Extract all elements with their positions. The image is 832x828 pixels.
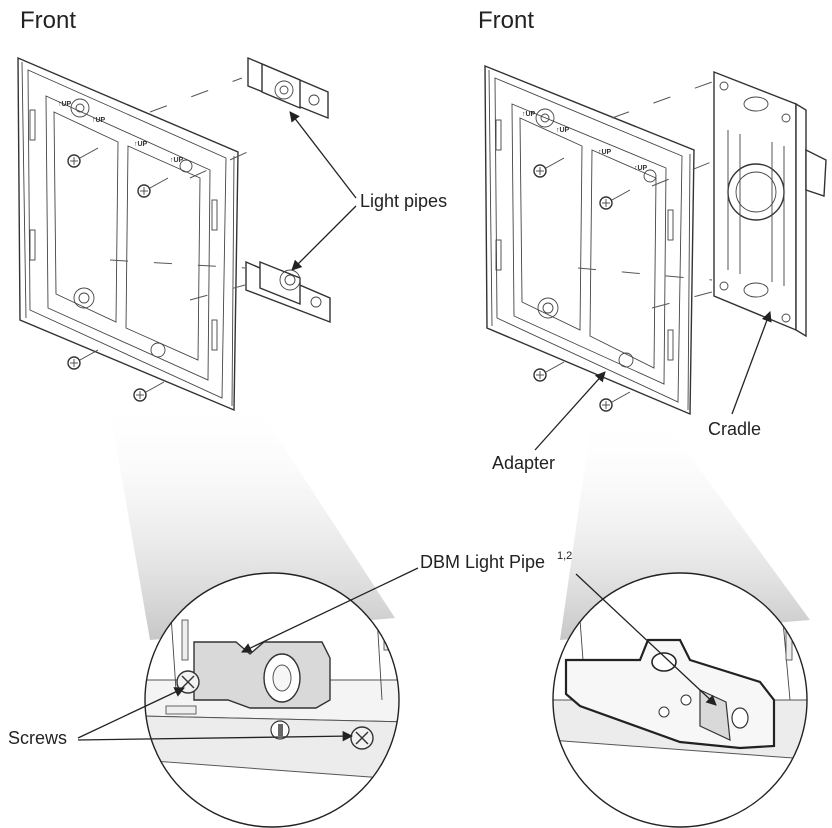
up-mark: ↑UP bbox=[522, 111, 536, 118]
up-mark: ↑UP bbox=[170, 157, 184, 164]
screw-icon bbox=[533, 157, 565, 178]
leader-screws-top bbox=[77, 687, 185, 739]
label-cradle: Cradle bbox=[708, 419, 761, 439]
title-right: Front bbox=[478, 7, 534, 34]
cradle-part bbox=[713, 70, 827, 338]
wall-plate-left: ↑UP ↑UP ↑UP ↑UP bbox=[17, 56, 239, 412]
leader-cradle bbox=[731, 311, 772, 415]
light-pipe-bottom bbox=[245, 260, 331, 324]
label-dbm-light-pipe: DBM Light Pipe bbox=[420, 552, 545, 572]
zoom-detail-right bbox=[552, 572, 808, 828]
up-mark: ↑UP bbox=[556, 127, 570, 134]
screw-icon bbox=[67, 349, 99, 370]
leader-adapter bbox=[534, 371, 606, 451]
up-mark: ↑UP bbox=[58, 101, 72, 108]
label-dbm-superscript: 1,2 bbox=[557, 550, 572, 562]
screw-icon bbox=[599, 391, 631, 412]
up-mark: ↑UP bbox=[634, 165, 648, 172]
adapter-plate: ↑UP ↑UP ↑UP ↑UP bbox=[484, 64, 695, 416]
up-mark: ↑UP bbox=[134, 141, 148, 148]
title-left: Front bbox=[20, 7, 76, 34]
up-mark: ↑UP bbox=[92, 117, 106, 124]
leader-light-pipes-bottom bbox=[291, 205, 357, 271]
screw-icon bbox=[533, 361, 565, 382]
screw-icon bbox=[133, 381, 165, 402]
leader-dbm-left bbox=[241, 567, 419, 653]
leader-dbm-right bbox=[575, 573, 717, 706]
label-screws: Screws bbox=[8, 728, 67, 748]
up-mark: ↑UP bbox=[598, 149, 612, 156]
zoom-detail-left bbox=[144, 572, 400, 828]
screw-icon bbox=[67, 147, 99, 168]
leader-screws-bottom bbox=[77, 730, 354, 742]
zoom-beam-left bbox=[110, 395, 395, 640]
zoom-beam-right bbox=[560, 415, 810, 640]
screw-icon bbox=[599, 189, 631, 210]
label-light-pipes: Light pipes bbox=[360, 191, 447, 211]
light-pipe-top bbox=[247, 56, 329, 120]
leader-light-pipes-top bbox=[289, 111, 357, 199]
screw-icon bbox=[137, 177, 169, 198]
label-adapter: Adapter bbox=[492, 453, 555, 473]
